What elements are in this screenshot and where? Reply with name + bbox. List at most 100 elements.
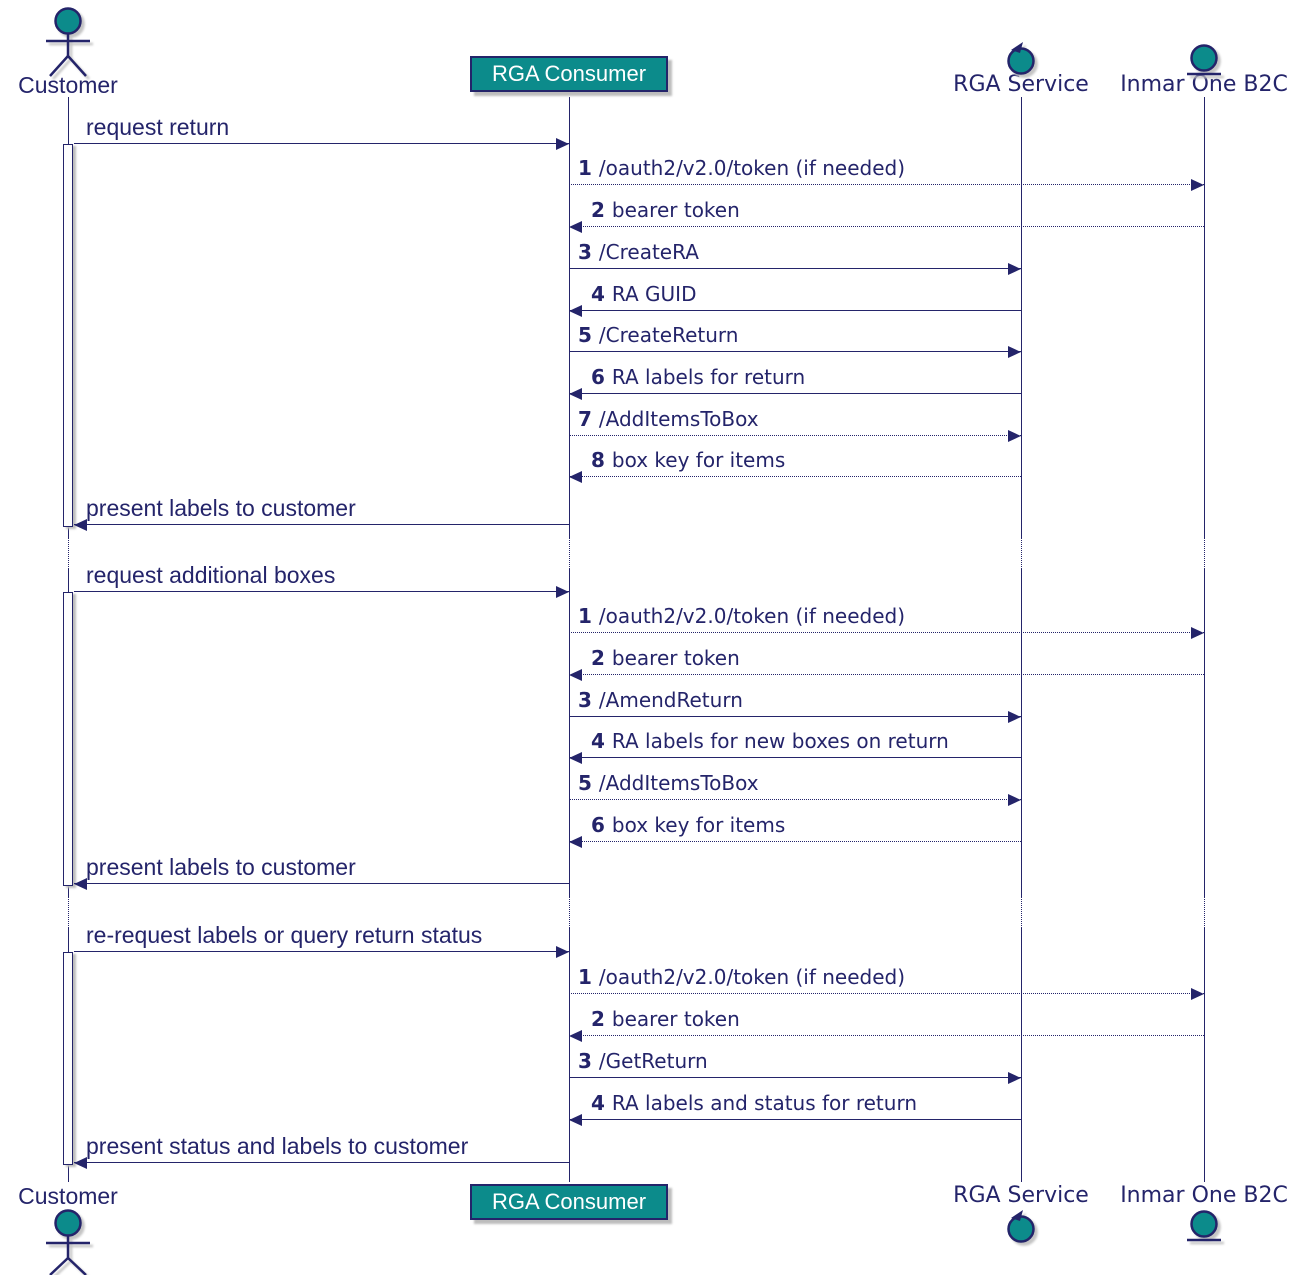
control-icon: [1007, 1210, 1035, 1243]
message-line: [569, 393, 1021, 394]
message-number: 3: [578, 688, 592, 712]
message-label: 5/AddItemsToBox: [578, 771, 759, 795]
message-arrowhead: [1191, 179, 1204, 191]
actor-icon: [46, 1209, 90, 1275]
message-arrowhead: [1008, 794, 1021, 806]
message-number: 5: [578, 771, 592, 795]
message-arrowhead: [1008, 1072, 1021, 1084]
message-arrowhead: [569, 1114, 582, 1126]
message-line: [74, 1162, 569, 1163]
message-label: present labels to customer: [86, 495, 356, 521]
lifeline-b2c: [1204, 537, 1205, 569]
message-line: [569, 674, 1204, 675]
message-line: [569, 435, 1021, 436]
entity-icon: [1187, 1210, 1221, 1242]
lifeline-consumer: [569, 537, 570, 569]
message-line: [569, 268, 1021, 269]
message-label: 5/CreateReturn: [578, 323, 739, 347]
message-arrowhead: [1191, 988, 1204, 1000]
activation-bar: [63, 592, 73, 886]
message-label: 1/oauth2/v2.0/token (if needed): [578, 156, 906, 180]
lifeline-customer: [68, 896, 69, 928]
message-label: re-request labels or query return status: [86, 922, 483, 948]
message-arrowhead: [569, 1030, 582, 1042]
participant-label-rga-consumer-bottom: RGA Consumer: [491, 1189, 647, 1214]
message-label: request return: [86, 114, 230, 140]
message-arrowhead: [556, 946, 569, 958]
lifeline-service: [1021, 928, 1022, 1182]
message-number: 1: [578, 604, 592, 628]
message-number: 1: [578, 965, 592, 989]
message-arrowhead: [569, 388, 582, 400]
participant-label-rga-service-bottom: RGA Service: [953, 1183, 1089, 1208]
message-arrowhead: [569, 669, 582, 681]
message-number: 2: [591, 1007, 605, 1031]
lifeline-service: [1021, 569, 1022, 896]
participant-label-rga-service-top: RGA Service: [953, 72, 1089, 97]
message-arrowhead: [1008, 263, 1021, 275]
message-arrowhead: [556, 586, 569, 598]
message-number: 2: [591, 198, 605, 222]
lifeline-service: [1021, 97, 1022, 537]
message-number: 5: [578, 323, 592, 347]
lifeline-service: [1021, 537, 1022, 569]
message-arrowhead: [74, 878, 87, 890]
message-line: [74, 591, 569, 592]
participant-box-rga-consumer-top: RGA Consumer: [470, 56, 668, 92]
message-arrowhead: [1008, 430, 1021, 442]
message-arrowhead: [569, 305, 582, 317]
lifeline-customer: [68, 537, 69, 569]
participant-label-inmar-one-b2c-top: Inmar One B2C: [1120, 72, 1288, 97]
message-number: 4: [591, 729, 605, 753]
message-line: [569, 351, 1021, 352]
lifeline-b2c: [1204, 928, 1205, 1182]
message-line: [569, 841, 1021, 842]
lifeline-b2c: [1204, 569, 1205, 896]
message-number: 6: [591, 813, 605, 837]
message-label: 7/AddItemsToBox: [578, 407, 759, 431]
entity-icon: [1187, 44, 1221, 76]
message-label: 1/oauth2/v2.0/token (if needed): [578, 604, 906, 628]
participant-label-rga-consumer-top: RGA Consumer: [491, 61, 647, 86]
activation-bar: [63, 144, 73, 527]
lifeline-b2c: [1204, 896, 1205, 928]
message-arrowhead: [569, 752, 582, 764]
message-number: 6: [591, 365, 605, 389]
participant-label-inmar-one-b2c-bottom: Inmar One B2C: [1120, 1183, 1288, 1208]
message-number: 3: [578, 240, 592, 264]
message-label: 3/CreateRA: [578, 240, 699, 264]
message-label: present labels to customer: [86, 854, 356, 880]
message-line: [569, 799, 1021, 800]
message-label: 3/AmendReturn: [578, 688, 743, 712]
message-line: [569, 1119, 1021, 1120]
message-line: [569, 184, 1204, 185]
message-arrowhead: [569, 221, 582, 233]
message-number: 3: [578, 1049, 592, 1073]
message-label: 3/GetReturn: [578, 1049, 708, 1073]
lifeline-consumer: [569, 896, 570, 928]
lifeline-service: [1021, 896, 1022, 928]
message-number: 1: [578, 156, 592, 180]
message-line: [569, 226, 1204, 227]
message-label: present status and labels to customer: [86, 1133, 469, 1159]
message-line: [569, 476, 1021, 477]
message-line: [569, 1077, 1021, 1078]
message-line: [74, 883, 569, 884]
message-number: 7: [578, 407, 592, 431]
lifeline-consumer: [569, 97, 570, 537]
message-number: 2: [591, 646, 605, 670]
message-label: 1/oauth2/v2.0/token (if needed): [578, 965, 906, 989]
message-line: [569, 757, 1021, 758]
message-arrowhead: [74, 1157, 87, 1169]
lifeline-b2c: [1204, 97, 1205, 537]
message-label: request additional boxes: [86, 562, 336, 588]
